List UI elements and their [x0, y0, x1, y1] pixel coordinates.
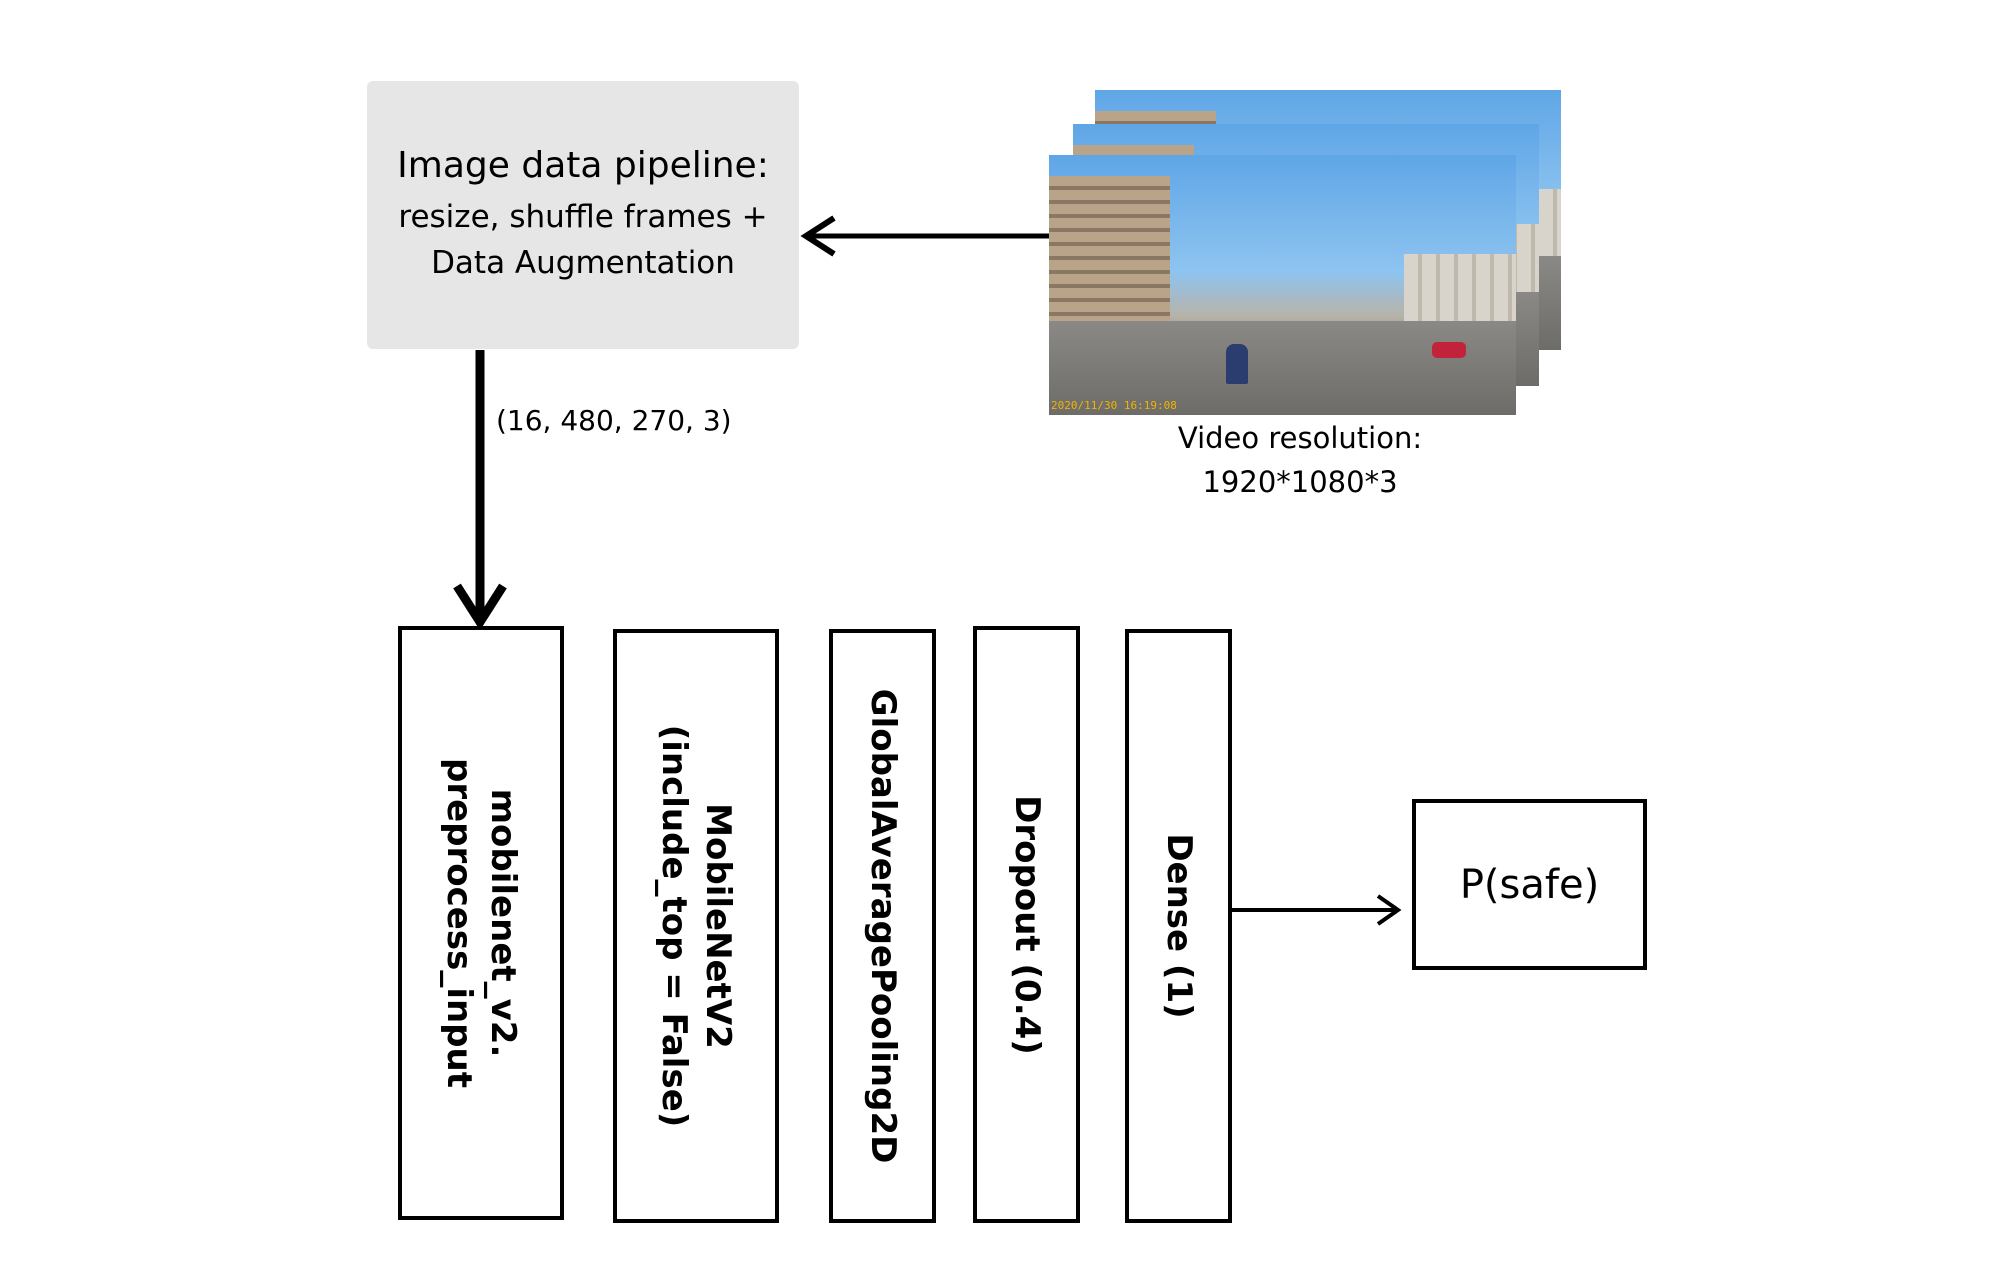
layer-dropout-text: Dropout (0.4) [1006, 794, 1047, 1055]
output-box: P(safe) [1412, 799, 1647, 970]
video-to-pipeline-arrowhead [800, 215, 836, 257]
dense-to-output-arrowhead [1376, 894, 1402, 926]
layer-dropout: Dropout (0.4) [973, 626, 1080, 1223]
input-shape-label: (16, 480, 270, 3) [496, 404, 732, 437]
layer-global-average-pooling: GlobalAveragePooling2D [829, 629, 936, 1223]
output-label: P(safe) [1459, 861, 1600, 908]
layer-dense-text: Dense (1) [1158, 833, 1199, 1019]
motorcycle-rider [1226, 343, 1249, 384]
layer-mobilenetv2: MobileNetV2 (include_top = False) [613, 629, 779, 1223]
video-frame-front: 2020/11/30 16:19:08 [1049, 155, 1516, 415]
video-resolution-label: Video resolution: [1177, 421, 1423, 455]
pipeline-to-layers-arrowhead [453, 583, 507, 631]
layer-gap-text: GlobalAveragePooling2D [862, 688, 903, 1164]
layer-preprocess-text: mobilenet_v2. preprocess_input [439, 758, 523, 1088]
pipeline-step-2: Data Augmentation [431, 244, 735, 281]
layer-dense: Dense (1) [1125, 629, 1232, 1223]
layer-preprocess-input: mobilenet_v2. preprocess_input [398, 626, 564, 1220]
video-resolution-value: 1920*1080*3 [1202, 465, 1398, 499]
layer-mobilenetv2-text: MobileNetV2 (include_top = False) [654, 724, 738, 1128]
pipeline-box: Image data pipeline: resize, shuffle fra… [367, 81, 799, 349]
video-resolution: Video resolution: 1920*1080*3 [1120, 416, 1480, 504]
pipeline-title: Image data pipeline: [397, 144, 769, 186]
video-timestamp: 2020/11/30 16:19:08 [1051, 399, 1177, 412]
red-car [1431, 341, 1466, 358]
pipeline-step-1: resize, shuffle frames + [398, 198, 768, 235]
